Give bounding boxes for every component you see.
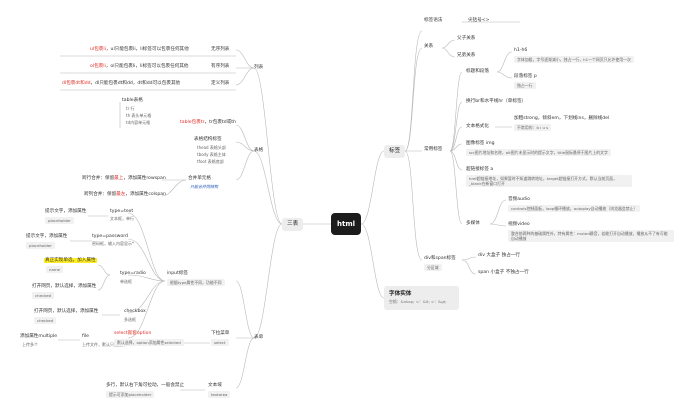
img-tag-label[interactable]: 图像标签 img	[466, 141, 495, 146]
type-radio-desc: 单选框	[120, 279, 132, 284]
div-desc: div 大盒子 独占一行	[478, 253, 520, 258]
table-item-tr: tr 行	[126, 106, 135, 111]
ul-label[interactable]: 无序列表	[211, 47, 230, 52]
ol-desc: ol包裹li，ol只能包裹li，li标签可以包裹任何其他	[90, 64, 189, 69]
branch-list[interactable]: 列表	[254, 65, 264, 70]
select-selected-desc: 默认选择，option添加属性selected	[114, 339, 184, 346]
heading-para-label[interactable]: 标题和段落	[466, 69, 489, 74]
type-file-desc: 上传文件，默认只能上传一个	[82, 342, 134, 347]
struct-tbody: tbody 表格主体	[197, 152, 226, 157]
root-node[interactable]: html	[331, 213, 361, 235]
merge-cells-note: 只能合并同结构	[190, 184, 218, 189]
div-span-label[interactable]: div和span标签	[424, 256, 456, 261]
media-video-note: 整合前两种的基础属性外，特有属性：muted静音，若能打开自动播放，播放从不了有…	[508, 230, 674, 242]
branch-font-entities[interactable]: 字体实体 空格：&nbsp; <：&lt; >：&gt;	[384, 286, 459, 310]
branch-three-tables[interactable]: 三表	[282, 218, 304, 231]
textarea-label[interactable]: 文本域	[208, 383, 222, 388]
type-password-desc: 密码框，输入内容显示*	[92, 241, 134, 246]
struct-tfoot: tfoot 表格底部	[197, 159, 224, 164]
link-tag-label[interactable]: 超链接标签 a	[466, 167, 494, 172]
paragraph-p: 段落标签 p	[514, 74, 537, 79]
type-checkbox[interactable]: checkbox	[124, 309, 146, 314]
media-label[interactable]: 多媒体	[466, 221, 480, 226]
heading-h: h1-h6	[514, 48, 528, 53]
table-item-td: td内容单元格	[126, 120, 151, 125]
radio-name-attr: name	[46, 266, 64, 273]
text-format-label[interactable]: 文本格式化	[466, 124, 489, 129]
img-tag-note: src图片地址和名称，alt图片未显示时的提示文字，title鼠标悬停于图片上的…	[466, 149, 611, 156]
branch-table[interactable]: 表格	[254, 148, 264, 153]
relation-parent: 父子关系	[457, 36, 476, 41]
text-placeholder-attr: placeholder	[45, 217, 74, 224]
textarea-placeholder-note: 提示可添加placeholder	[106, 391, 155, 398]
heading-h-note: 字体加粗，字号逐渐减小，独占一行，h1一个网页只允许使用一次	[514, 56, 634, 63]
dl-desc: dl包裹dt和dd，dl只能包裹dt和dd，dt和dd可以包裹其他	[62, 81, 181, 86]
common-tags-label[interactable]: 常用标签	[424, 147, 443, 152]
file-multiple-note: 上传多个	[22, 342, 38, 347]
input-tag-note: 根据type属性不同，功能不同	[167, 279, 225, 286]
checkbox-checked-attr: checked	[34, 317, 57, 324]
font-entities-note: 空格：&nbsp; <：&lt; >：&gt;	[389, 299, 447, 304]
type-file[interactable]: file	[82, 334, 89, 339]
textarea-note: textarea	[208, 391, 231, 398]
tag-syntax-value: 尖括号<>	[468, 18, 490, 23]
relation-sibling: 兄弟关系	[457, 53, 476, 58]
col-merge-desc: 跨列合并：保留最左，添加属性colspan	[84, 192, 166, 197]
radio-checked-title: 打开网页，默认选择，添加属性	[32, 284, 97, 289]
media-audio: 音频audio	[508, 197, 530, 202]
text-format-bold: 加粗strong，倾斜em，下划线ins，删除线del	[514, 116, 610, 121]
table-item-th: th 表头单元格	[126, 113, 152, 118]
select-note: select	[211, 339, 229, 346]
type-text[interactable]: type=text	[110, 209, 134, 214]
type-password[interactable]: type=password	[92, 234, 128, 239]
text-format-note: 不常用的：b i u s	[514, 124, 552, 131]
branch-form[interactable]: 表单	[254, 335, 264, 340]
table-tag-title[interactable]: table表格	[122, 98, 143, 103]
tag-syntax-label[interactable]: 标签语法	[424, 18, 443, 23]
text-placeholder-title: 提示文字，添加属性	[45, 209, 87, 214]
media-video: 视频video	[508, 222, 530, 227]
type-text-desc: 文本框，单行	[110, 216, 134, 221]
link-tag-note: href超链接地址，如果暂时不知道跳转地址，target超链接打开方式，默认当前…	[466, 175, 632, 187]
merge-cells-label[interactable]: 合并单元格	[188, 176, 211, 181]
table-wrap-desc: table包裹tr，tr包裹td或th	[180, 120, 237, 125]
select-tag-desc: select嵌套option	[114, 331, 152, 336]
ol-label[interactable]: 有序列表	[211, 64, 230, 69]
tag-relation-label[interactable]: 关系	[424, 44, 434, 49]
span-desc: span 小盒子 不独占一行	[478, 270, 529, 275]
font-entities-title: 字体实体	[389, 291, 412, 297]
div-span-note: 分区域	[424, 264, 442, 271]
file-multiple-title: 添加属性multiple	[20, 334, 58, 339]
select-label[interactable]: 下拉菜单	[211, 331, 230, 336]
radio-checked-attr: checked	[32, 292, 55, 299]
type-radio[interactable]: type=radio	[120, 271, 146, 276]
media-audio-note: controls控制面板，loop循环播放，autoplay自动播放（浏览器会禁…	[508, 205, 641, 212]
struct-thead: thead 表格头部	[197, 145, 226, 150]
password-placeholder-title: 提示文字，添加属性	[26, 234, 68, 239]
input-tag-label[interactable]: input标签	[167, 271, 189, 276]
type-checkbox-desc: 多选框	[124, 317, 136, 322]
branch-tags[interactable]: 标签	[384, 145, 406, 158]
paragraph-p-note: 独占一行	[514, 82, 536, 89]
dl-label[interactable]: 定义列表	[211, 81, 230, 86]
checkbox-checked-title: 打开网页，默认选择，添加属性	[34, 309, 99, 314]
password-placeholder-attr: placeholder	[26, 242, 55, 249]
textarea-desc: 多行，默认右下角可拉动，一般会禁止	[106, 383, 185, 388]
radio-name-title: 真正实现单选，加入属性	[44, 258, 97, 263]
ul-desc: ul包裹li，ul只能包裹li，li标签可以包裹任何其他	[90, 47, 189, 52]
table-struct-title[interactable]: 表格结构标签	[194, 137, 222, 142]
br-hr-label[interactable]: 换行br和水平线hr（单标签）	[466, 99, 527, 104]
row-merge-desc: 跨行合并：保留最上，添加属性rowspan	[82, 176, 166, 181]
